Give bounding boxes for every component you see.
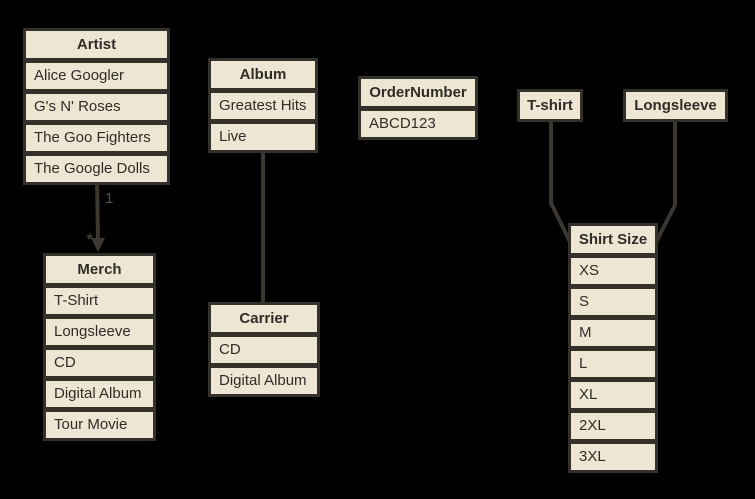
entity-tshirt[interactable]: T-shirt	[517, 89, 583, 122]
entity-row: Greatest Hits	[211, 93, 315, 119]
multiplicity-label: 1	[105, 190, 113, 207]
entity-header-longsleeve: Longsleeve	[626, 92, 725, 119]
entity-row: M	[571, 320, 655, 346]
entity-row: The Google Dolls	[26, 156, 167, 182]
entity-row: L	[571, 351, 655, 377]
entity-row: Digital Album	[46, 381, 153, 407]
entity-header-album: Album	[211, 61, 315, 88]
entity-row: Digital Album	[211, 368, 317, 394]
connection-artist-merch	[95, 177, 100, 241]
entity-row: ABCD123	[361, 111, 475, 137]
entity-row: The Goo Fighters	[26, 125, 167, 151]
entity-row: XS	[571, 258, 655, 284]
entity-header-tshirt: T-shirt	[520, 92, 580, 119]
entity-row: Alice Googler	[26, 63, 167, 89]
entity-header-carrier: Carrier	[211, 305, 317, 332]
entity-row: 3XL	[571, 444, 655, 470]
entity-header-artist: Artist	[26, 31, 167, 58]
arrowhead-icon	[91, 238, 105, 252]
multiplicity-label: *	[86, 230, 93, 249]
connection-longsleeve-shirtsize	[650, 116, 677, 251]
entity-row: XL	[571, 382, 655, 408]
entity-row: CD	[46, 350, 153, 376]
entity-row: CD	[211, 337, 317, 363]
entity-header-ordernumber: OrderNumber	[361, 79, 475, 106]
entity-longsleeve[interactable]: Longsleeve	[623, 89, 728, 122]
entity-row: S	[571, 289, 655, 315]
entity-row: G's N' Roses	[26, 94, 167, 120]
entity-row: Longsleeve	[46, 319, 153, 345]
entity-header-merch: Merch	[46, 256, 153, 283]
entity-row: Tour Movie	[46, 412, 153, 438]
connection-tshirt-shirtsize	[549, 116, 576, 251]
entity-row: 2XL	[571, 413, 655, 439]
entity-header-shirtsize: Shirt Size	[571, 226, 655, 253]
entity-row: Live	[211, 124, 315, 150]
entity-row: T-Shirt	[46, 288, 153, 314]
